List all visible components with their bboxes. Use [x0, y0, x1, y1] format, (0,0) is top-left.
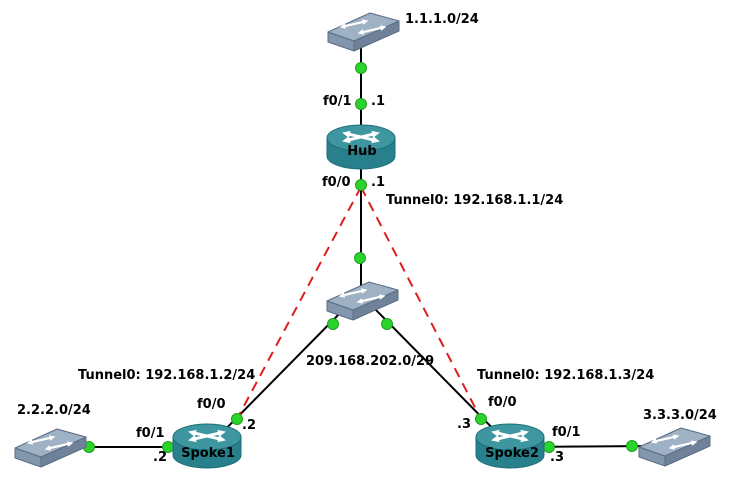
- connector-dot: [475, 413, 487, 425]
- spoke2-f01-ip-label: .3: [550, 450, 564, 465]
- link-transit-spoke1[interactable]: [206, 307, 346, 449]
- connector-dot: [355, 179, 367, 191]
- spoke2-f00-ip-label: .3: [457, 417, 471, 432]
- tunnel-hub-spoke1[interactable]: [236, 186, 362, 420]
- connector-dot: [355, 98, 367, 110]
- spoke1-f01-ip-label: .2: [153, 450, 167, 465]
- tunnel-hub-spoke2[interactable]: [360, 186, 482, 420]
- transit-network-label: 209.168.202.0/29: [306, 354, 435, 369]
- spoke2-f00-interface-label: f0/0: [488, 395, 517, 410]
- connector-dot: [626, 440, 638, 452]
- lan1-switch-icon[interactable]: [328, 13, 399, 51]
- connector-dot: [354, 252, 366, 264]
- hub-tunnel-label: Tunnel0: 192.168.1.1/24: [386, 193, 564, 208]
- spoke2-f01-interface-label: f0/1: [552, 425, 581, 440]
- hub-f01-ip-label: .1: [371, 94, 385, 109]
- spoke2-tunnel-label: Tunnel0: 192.168.1.3/24: [477, 368, 655, 383]
- hub-f00-interface-label: f0/0: [322, 175, 351, 190]
- spoke1-f01-interface-label: f0/1: [136, 426, 165, 441]
- spoke1-name-label: Spoke1: [181, 446, 235, 461]
- connector-dot: [381, 318, 393, 330]
- spoke2-name-label: Spoke2: [485, 446, 539, 461]
- connector-dot: [327, 318, 339, 330]
- transit-switch-icon[interactable]: [327, 282, 398, 320]
- spoke1-f00-ip-label: .2: [242, 418, 256, 433]
- lan2-switch-icon[interactable]: [15, 429, 86, 467]
- spoke1-tunnel-label: Tunnel0: 192.168.1.2/24: [78, 368, 256, 383]
- lan3-network-label: 3.3.3.0/24: [643, 408, 717, 423]
- lan3-switch-icon[interactable]: [639, 428, 710, 466]
- hub-f01-interface-label: f0/1: [323, 94, 352, 109]
- hub-f00-ip-label: .1: [371, 175, 385, 190]
- hub-name-label: Hub: [347, 144, 377, 159]
- lan2-network-label: 2.2.2.0/24: [17, 403, 91, 418]
- connector-dot: [355, 62, 367, 74]
- connector-dot: [231, 413, 243, 425]
- lan1-network-label: 1.1.1.0/24: [405, 12, 479, 27]
- link-transit-spoke2[interactable]: [373, 307, 513, 449]
- spoke1-f00-interface-label: f0/0: [197, 397, 226, 412]
